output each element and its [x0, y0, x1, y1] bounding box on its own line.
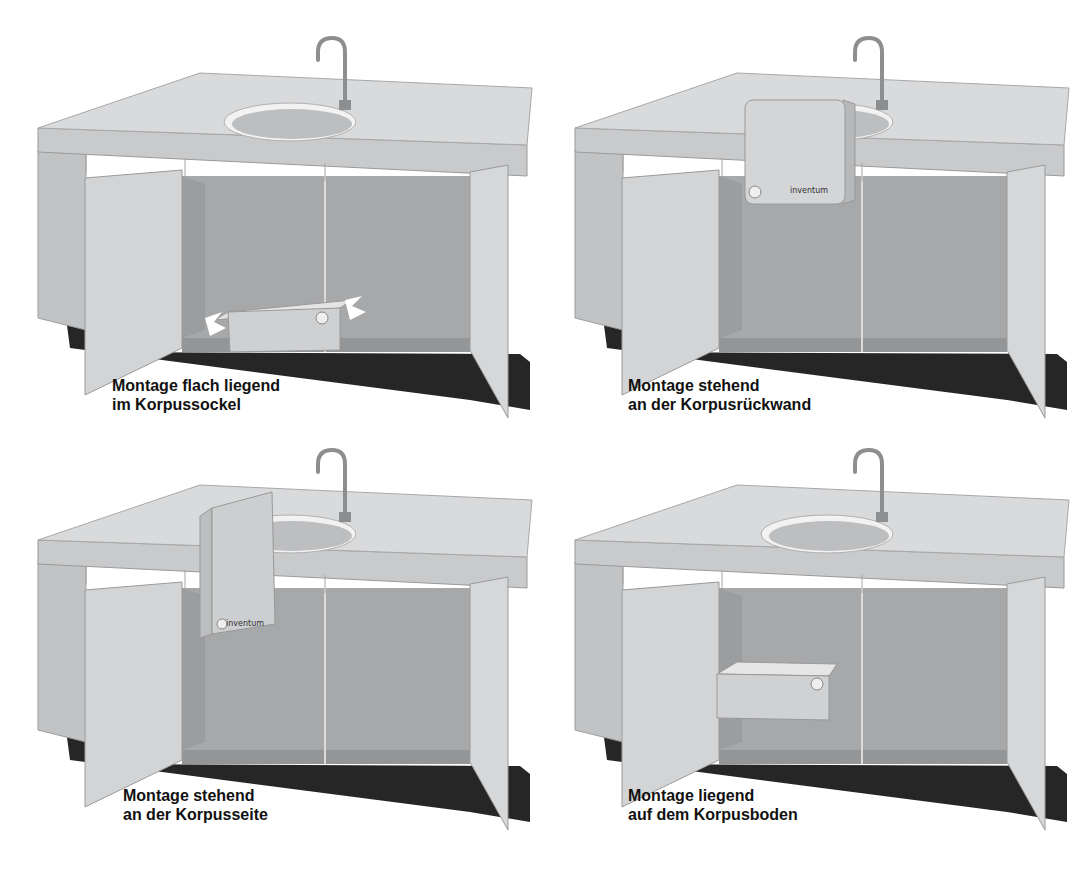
- cabinet-figure: [575, 38, 1069, 418]
- caption: Montage stehend an der Korpusseite: [123, 786, 268, 824]
- drawer-joint: [86, 566, 87, 584]
- faucet: [855, 450, 882, 520]
- inner-side-wall: [719, 176, 742, 338]
- carcass-side: [38, 562, 86, 742]
- water-heater: [745, 100, 845, 204]
- water-heater: [717, 674, 829, 720]
- door: [85, 170, 182, 395]
- door: [1007, 165, 1045, 418]
- faucet-base: [876, 512, 888, 522]
- door: [85, 582, 182, 807]
- cabinet-figure: [575, 450, 1069, 830]
- door: [1007, 577, 1045, 830]
- cabinet-figure: [38, 450, 532, 830]
- carcass-side: [38, 150, 86, 330]
- door: [622, 170, 719, 395]
- knob: [811, 678, 823, 690]
- divider: [324, 588, 326, 764]
- knob: [316, 312, 328, 324]
- sink: [761, 515, 893, 553]
- divider: [861, 176, 863, 352]
- faucet-base: [339, 512, 351, 522]
- faucet: [318, 38, 345, 108]
- countertop: [38, 485, 532, 557]
- drawer-joint: [325, 163, 326, 181]
- faucet: [318, 450, 345, 520]
- sink: [224, 103, 356, 141]
- faucet-base: [339, 100, 351, 110]
- water-heater: [228, 308, 340, 352]
- drawer-joint: [862, 163, 863, 181]
- drawer-joint: [325, 575, 326, 593]
- device-edge: [200, 508, 212, 638]
- inner-side-wall: [182, 176, 205, 338]
- caption: Montage flach liegend im Korpussockel: [112, 376, 280, 414]
- brand-logo: inventum: [790, 186, 828, 195]
- countertop: [575, 485, 1069, 557]
- divider: [861, 588, 863, 764]
- knob: [749, 186, 761, 198]
- carcass-side: [575, 150, 623, 330]
- drawer-joint: [185, 158, 186, 176]
- caption: Montage stehend an der Korpusrückwand: [628, 376, 811, 414]
- knob: [217, 619, 227, 629]
- drawer-joint: [185, 570, 186, 588]
- cut-mark: [345, 296, 366, 320]
- door: [470, 577, 508, 830]
- carcass-side: [575, 562, 623, 742]
- cabinet-figure: [38, 38, 532, 418]
- drawer-joint: [86, 154, 87, 172]
- brand-logo: inventum: [226, 619, 264, 628]
- drawer-joint: [722, 158, 723, 176]
- drawer-joint: [722, 570, 723, 588]
- sink-basin: [232, 109, 352, 139]
- drawer-joint: [862, 575, 863, 593]
- countertop: [38, 73, 532, 145]
- drawer-joint: [623, 154, 624, 172]
- sink-basin: [769, 521, 889, 551]
- faucet: [855, 38, 882, 108]
- drawer-joint: [623, 566, 624, 584]
- door: [622, 582, 719, 807]
- cut-mark: [205, 312, 226, 336]
- faucet-base: [876, 100, 888, 110]
- caption: Montage liegend auf dem Korpusboden: [628, 786, 798, 824]
- door: [470, 165, 508, 418]
- water-heater: [212, 492, 275, 634]
